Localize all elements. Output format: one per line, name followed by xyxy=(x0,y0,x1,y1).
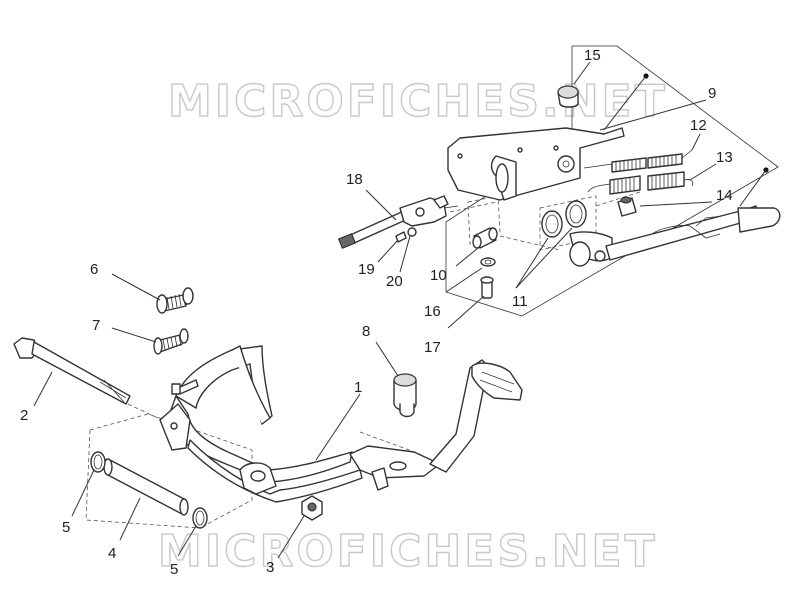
part-screw-20 xyxy=(407,227,417,237)
callout-1: 1 xyxy=(354,379,362,396)
callout-4: 4 xyxy=(108,545,116,562)
leader-lines xyxy=(33,61,769,559)
part-spring-7 xyxy=(153,328,189,355)
callout-17: 17 xyxy=(424,339,441,356)
callout-11: 11 xyxy=(512,293,528,310)
part-side-stand xyxy=(569,205,781,267)
watermark-top: MICROFICHES.NET xyxy=(168,76,668,127)
part-rubber-pad xyxy=(393,373,417,418)
part-washer-16 xyxy=(480,257,496,267)
callout-20: 20 xyxy=(386,273,403,290)
part-washer-left xyxy=(90,451,106,473)
callout-9: 9 xyxy=(708,85,716,102)
callout-14: 14 xyxy=(716,187,733,204)
part-washer-right xyxy=(192,507,208,529)
part-switch-small xyxy=(617,196,637,217)
callout-2: 2 xyxy=(20,407,28,424)
callout-12: 12 xyxy=(690,117,707,134)
part-side-stand-bracket xyxy=(447,127,625,201)
part-bolt-long xyxy=(13,337,131,405)
part-spring-13 xyxy=(587,171,694,195)
part-screw-17 xyxy=(480,276,494,299)
part-cap xyxy=(557,85,579,108)
callout-7: 7 xyxy=(92,317,100,334)
part-bushing xyxy=(472,227,498,249)
callout-18: 18 xyxy=(346,171,363,188)
dashed-group-lines xyxy=(85,191,641,529)
part-spring-12 xyxy=(583,149,693,173)
callout-19: 19 xyxy=(358,261,375,278)
callout-8: 8 xyxy=(362,323,370,340)
part-nut xyxy=(301,495,323,521)
callout-13: 13 xyxy=(716,149,733,166)
part-spring-6 xyxy=(156,287,194,314)
callout-16: 16 xyxy=(424,303,441,320)
callout-5-left: 5 xyxy=(62,519,70,536)
part-orings xyxy=(541,200,587,238)
callout-labels: 1 2 3 4 5 5 6 7 8 9 10 11 12 13 14 15 16… xyxy=(20,47,733,578)
callout-5-right: 5 xyxy=(170,561,178,578)
part-center-stand xyxy=(159,345,523,503)
callout-6: 6 xyxy=(90,261,98,278)
watermark-bottom: MICROFICHES.NET xyxy=(158,526,658,577)
callout-10: 10 xyxy=(430,267,447,284)
callout-3: 3 xyxy=(266,559,274,576)
callout-15: 15 xyxy=(584,47,601,64)
part-pin xyxy=(103,458,189,516)
